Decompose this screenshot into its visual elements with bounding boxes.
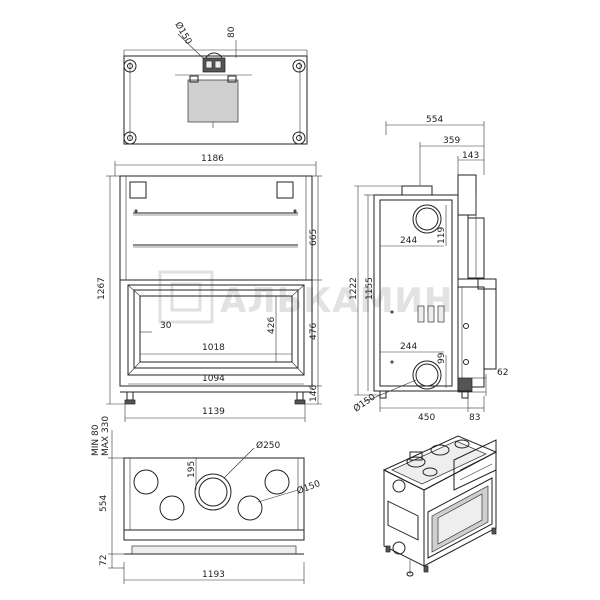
watermark: АЛЬКАМИН bbox=[158, 270, 453, 324]
front-width-bottom: 1139 bbox=[202, 407, 225, 417]
side-spacing-244-bottom: 244 bbox=[400, 342, 417, 352]
bottom-offset-195: 195 bbox=[187, 461, 197, 478]
front-firebox-height: 476 bbox=[309, 323, 319, 340]
side-height-1222: 1222 bbox=[349, 277, 359, 300]
bottom-min: MIN 80 bbox=[91, 424, 101, 456]
top-offset-80: 80 bbox=[227, 26, 237, 38]
watermark-text: АЛЬКАМИН bbox=[220, 281, 453, 321]
side-spacing-119: 119 bbox=[437, 227, 447, 244]
front-opening-width: 1094 bbox=[202, 374, 225, 384]
top-view: Ø150 80 bbox=[123, 20, 308, 145]
front-glass-width: 1018 bbox=[202, 343, 225, 353]
front-view: 1186 1267 bbox=[97, 154, 322, 422]
bottom-view: MIN 80 MAX 330 Ø250 195 Ø150 554 72 bbox=[91, 416, 322, 584]
front-height-total: 1267 bbox=[97, 277, 107, 300]
front-upper-height: 665 bbox=[309, 229, 319, 246]
front-inner-offset: 30 bbox=[160, 321, 172, 331]
side-height-1155: 1155 bbox=[365, 277, 375, 300]
front-base-height: 146 bbox=[309, 385, 319, 402]
bottom-diameter-250: Ø250 bbox=[256, 440, 281, 451]
side-base-83: 83 bbox=[469, 413, 480, 423]
side-base-450: 450 bbox=[418, 413, 435, 423]
top-flue-diameter: Ø150 bbox=[172, 20, 194, 47]
side-spacing-244-top: 244 bbox=[400, 236, 417, 246]
bottom-width-1193: 1193 bbox=[202, 570, 225, 580]
side-depth-total: 554 bbox=[426, 115, 443, 125]
front-glass-height: 426 bbox=[267, 317, 277, 334]
side-depth-359: 359 bbox=[443, 136, 460, 146]
front-width-top: 1186 bbox=[201, 154, 224, 164]
bottom-diameter-150: Ø150 bbox=[295, 478, 322, 497]
side-spacing-62: 62 bbox=[497, 368, 508, 378]
bottom-depth-554: 554 bbox=[99, 495, 109, 512]
bottom-offset-72: 72 bbox=[99, 555, 109, 566]
side-view: 554 359 143 11 bbox=[349, 115, 508, 423]
side-spacing-99: 99 bbox=[437, 352, 447, 364]
isometric-view bbox=[382, 435, 498, 577]
side-depth-143: 143 bbox=[462, 151, 479, 161]
bottom-max: MAX 330 bbox=[101, 416, 111, 456]
